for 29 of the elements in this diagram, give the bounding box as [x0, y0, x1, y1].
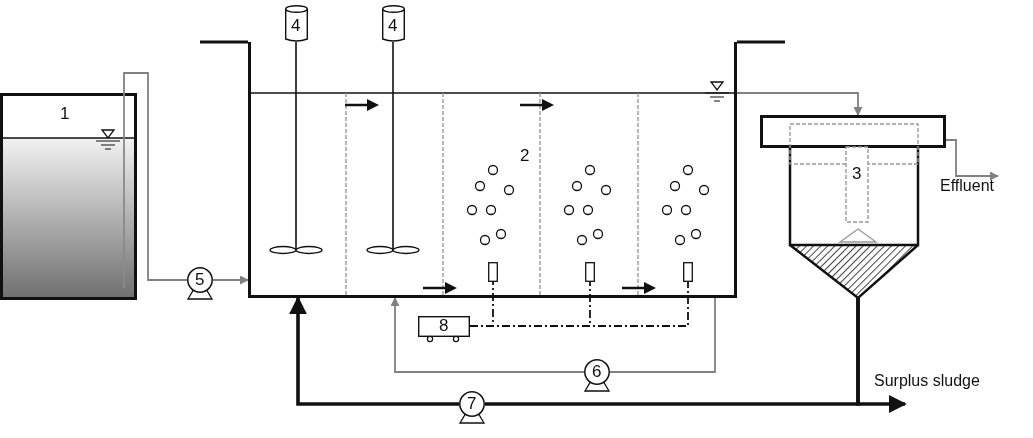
pump	[187, 267, 213, 300]
reactor-tank	[248, 42, 737, 298]
signal-line	[469, 281, 689, 327]
sensor-probe	[585, 262, 595, 282]
pump	[584, 359, 610, 392]
callout-number: 4	[291, 17, 301, 35]
callout-number: 2	[520, 147, 530, 165]
pipe-arrow	[856, 298, 907, 413]
callout-number: 3	[852, 165, 862, 183]
callout-number: 5	[195, 271, 205, 289]
callout-number: 7	[467, 395, 477, 413]
mixer-motor	[382, 5, 405, 42]
controller	[418, 316, 470, 342]
pipe-arrow	[736, 92, 863, 116]
callout-number: 6	[592, 363, 602, 381]
pump	[459, 391, 485, 424]
sensor-probe	[683, 262, 693, 282]
pipe-arrow	[289, 296, 459, 406]
outlet-label: Surplus sludge	[874, 372, 980, 390]
pipe-arrow	[945, 139, 999, 181]
mixer-motor	[285, 5, 308, 42]
callout-number: 8	[439, 317, 449, 335]
callout-number: 1	[60, 105, 70, 123]
storage-tank	[0, 93, 137, 300]
outlet-label: Effluent	[940, 177, 994, 195]
sensor-probe	[488, 262, 498, 282]
pipe-arrow	[390, 297, 585, 373]
callout-number: 4	[388, 17, 398, 35]
pipe-arrow	[212, 275, 249, 285]
